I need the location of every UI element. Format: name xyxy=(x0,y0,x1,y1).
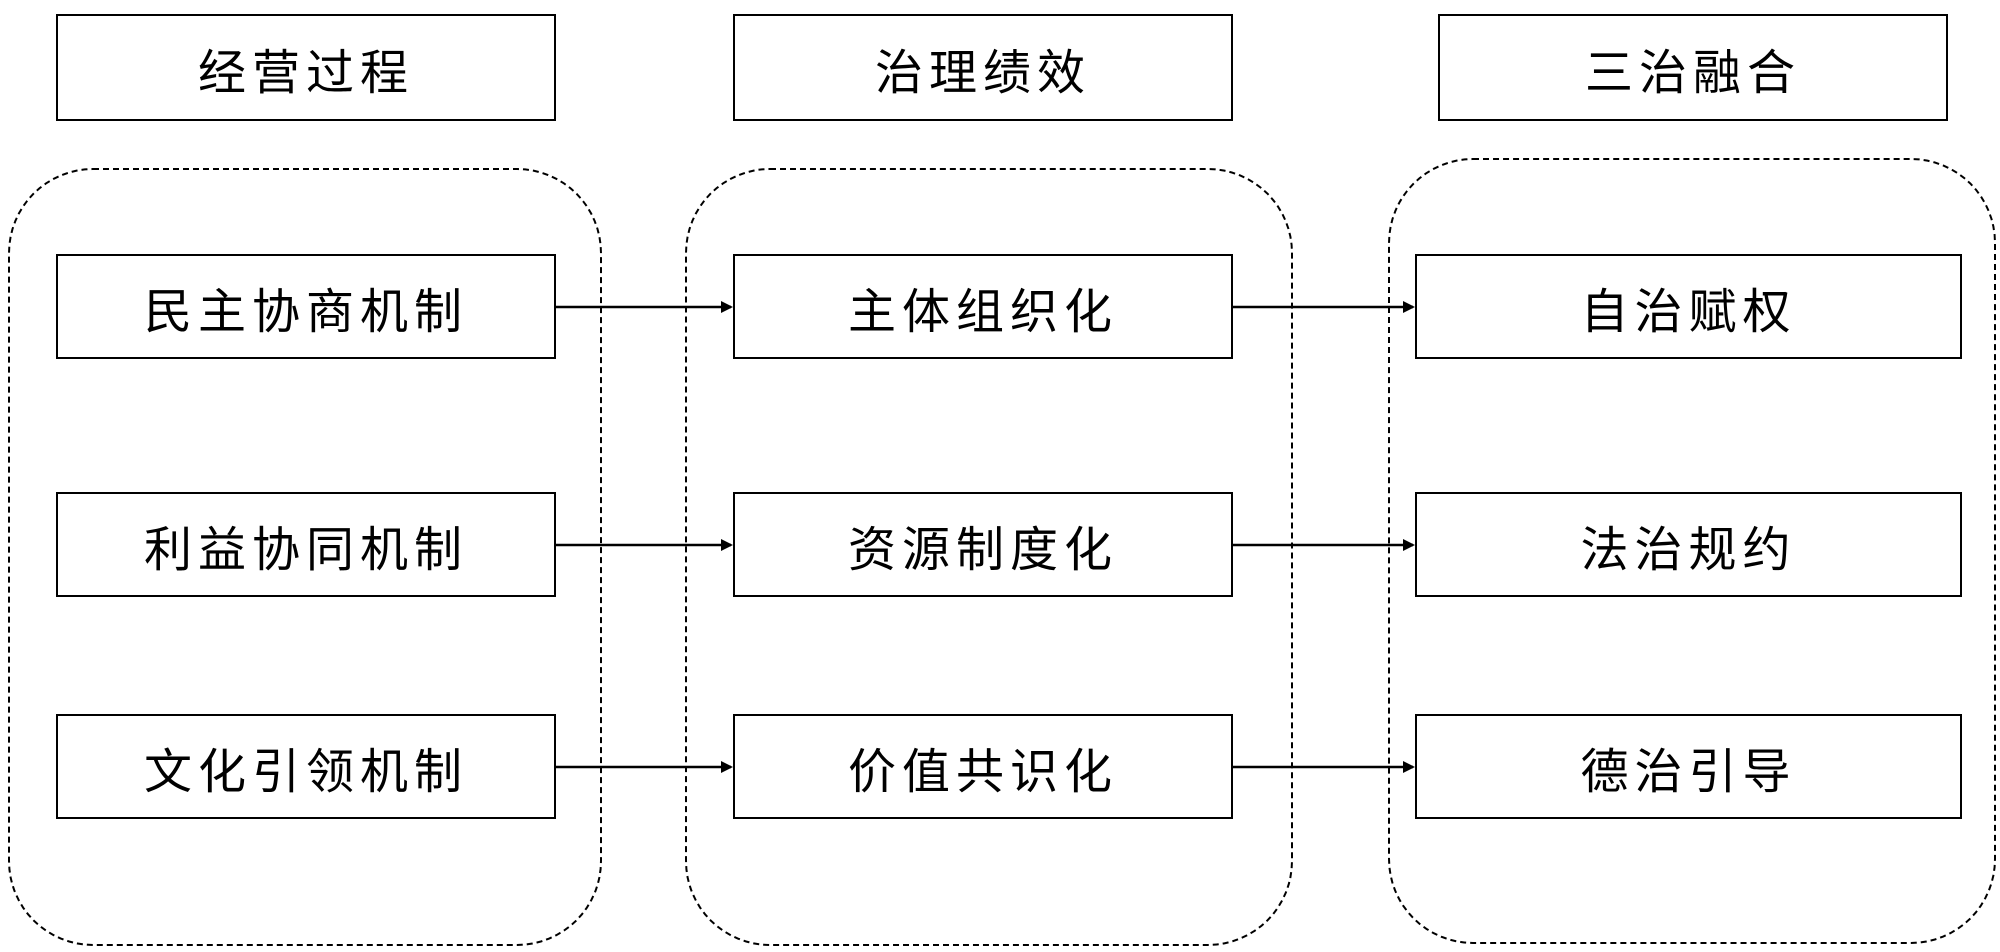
node-subject-organization: 主体组织化 xyxy=(733,254,1233,359)
node-value-consensus: 价值共识化 xyxy=(733,714,1233,819)
header-three-governance-integration: 三治融合 xyxy=(1438,14,1948,121)
node-democratic-consultation: 民主协商机制 xyxy=(56,254,556,359)
group-operation-process xyxy=(8,168,602,946)
group-governance-performance xyxy=(685,168,1293,946)
header-governance-performance: 治理绩效 xyxy=(733,14,1233,121)
node-rule-of-law: 法治规约 xyxy=(1415,492,1962,597)
group-three-governance-integration xyxy=(1388,158,1996,944)
node-self-governance: 自治赋权 xyxy=(1415,254,1962,359)
node-cultural-leadership: 文化引领机制 xyxy=(56,714,556,819)
node-rule-of-virtue: 德治引导 xyxy=(1415,714,1962,819)
node-resource-institutionalization: 资源制度化 xyxy=(733,492,1233,597)
node-interest-coordination: 利益协同机制 xyxy=(56,492,556,597)
header-operation-process: 经营过程 xyxy=(56,14,556,121)
